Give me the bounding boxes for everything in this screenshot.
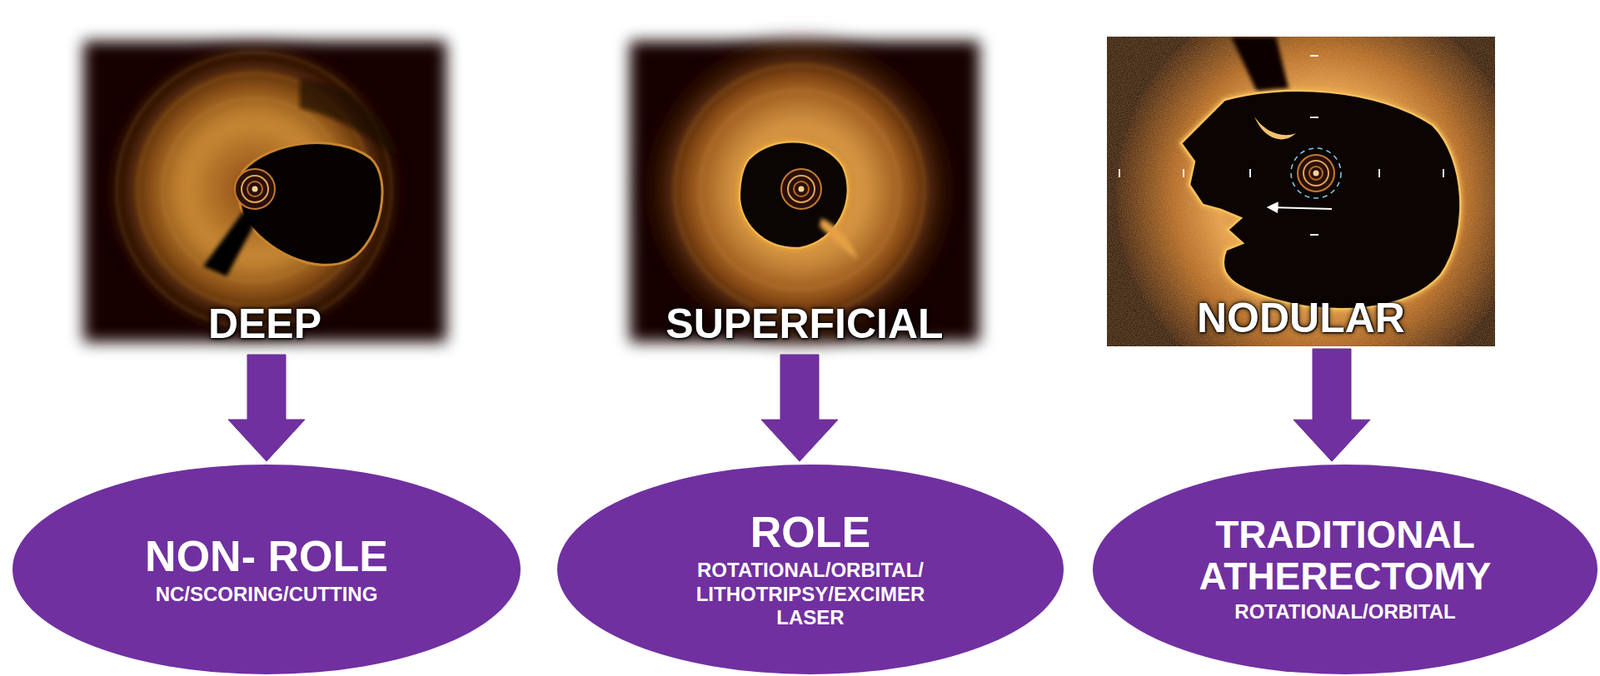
- ellipse-body: NC/SCORING/CUTTING: [155, 583, 379, 608]
- oct-image-nodular: [1106, 36, 1496, 347]
- image-label: DEEP: [208, 301, 322, 348]
- tissue-layers: [116, 52, 392, 328]
- vessel-wall: [637, 27, 962, 353]
- block-arrow: [228, 354, 305, 462]
- scale-ticks: [1119, 55, 1444, 235]
- guidewire-crescent: [1254, 116, 1296, 140]
- ellipse-body: ROTATIONAL/ORBITAL/ LITHOTRIPSY/EXCIMER …: [667, 558, 955, 631]
- guidewire-shadow: [203, 204, 264, 277]
- purple-ellipse: TRADITIONAL ATHERECTOMYROTATIONAL/ORBITA…: [1091, 463, 1599, 676]
- image-label: SUPERFICIAL: [665, 301, 943, 348]
- ellipse-body: ROTATIONAL/ORBITAL: [1234, 600, 1456, 625]
- ellipse-heading: NON- ROLE: [144, 533, 389, 580]
- block-arrow: [761, 354, 838, 462]
- tissue-layers: [674, 64, 925, 315]
- oct-image-deep: [83, 35, 447, 344]
- catheter: [781, 169, 822, 210]
- purple-ellipse: ROLEROTATIONAL/ORBITAL/ LITHOTRIPSY/EXCI…: [556, 463, 1065, 676]
- oct-image-superficial: [629, 27, 980, 353]
- catheter: [234, 169, 275, 210]
- lumen-glow: [1181, 90, 1461, 310]
- ellipse-fill: [12, 464, 521, 675]
- image-ground: [1106, 36, 1496, 347]
- guidewire-streak: [819, 218, 858, 260]
- ellipse-heading: ROLE: [750, 508, 871, 556]
- oct-image-panel: SUPERFICIAL: [619, 30, 990, 353]
- ellipse-heading: TRADITIONAL ATHERECTOMY: [1178, 514, 1512, 598]
- ellipse-fill: [557, 464, 1064, 675]
- pointer-arrow: [1267, 207, 1332, 210]
- oct-image-panel: DEEP: [73, 30, 457, 353]
- vessel-wall: [99, 35, 409, 344]
- oct-image-panel: NODULAR: [1106, 36, 1496, 347]
- speckle: [1106, 36, 1496, 347]
- block-arrow: [1293, 348, 1371, 462]
- lumen: [1181, 90, 1461, 310]
- ellipse-fill: [1092, 464, 1598, 675]
- catheter: [1290, 148, 1341, 199]
- image-label: NODULAR: [1196, 295, 1406, 342]
- purple-ellipse: NON- ROLE NC/SCORING/CUTTING: [11, 463, 522, 676]
